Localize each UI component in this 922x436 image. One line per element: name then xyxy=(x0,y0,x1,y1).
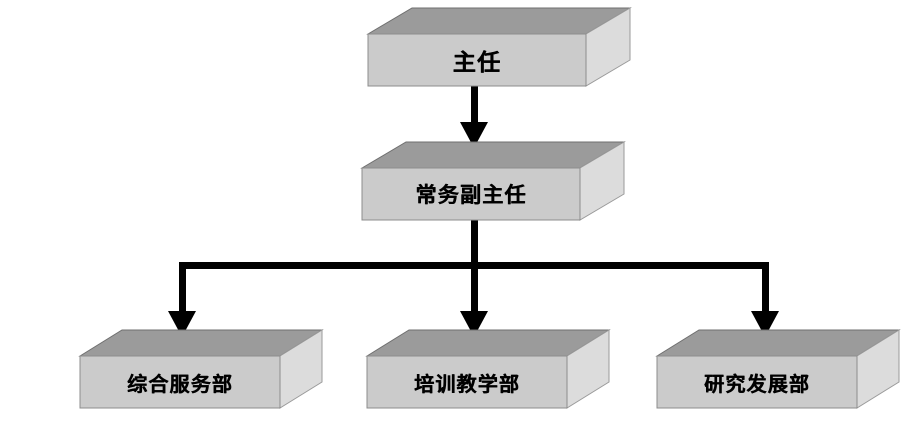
director-label: 主任 xyxy=(452,50,502,76)
research-development-box-shape xyxy=(655,329,901,409)
org-node-comprehensive-services-department[interactable]: 综合服务部 xyxy=(78,329,324,409)
org-node-research-development-department[interactable]: 研究发展部 xyxy=(655,329,901,409)
connector-deputy-to-bus-stem xyxy=(471,220,478,268)
training-teaching-department-label: 培训教学部 xyxy=(414,371,520,396)
org-node-director[interactable]: 主任 xyxy=(366,7,632,87)
research-development-department-label: 研究发展部 xyxy=(704,371,810,396)
connector-drop-right xyxy=(762,262,769,315)
training-teaching-box-shape xyxy=(365,329,611,409)
connector-drop-middle xyxy=(471,262,478,315)
org-node-training-teaching-department[interactable]: 培训教学部 xyxy=(365,329,611,409)
director-box-shape xyxy=(366,7,632,87)
comprehensive-services-box-shape xyxy=(78,329,324,409)
connector-director-to-deputy-stem xyxy=(471,86,478,126)
executive-deputy-director-box-shape xyxy=(360,141,626,221)
executive-deputy-director-label: 常务副主任 xyxy=(415,183,527,207)
connector-drop-left xyxy=(179,262,186,315)
comprehensive-services-department-label: 综合服务部 xyxy=(127,371,233,396)
org-node-executive-deputy-director[interactable]: 常务副主任 xyxy=(360,141,626,221)
